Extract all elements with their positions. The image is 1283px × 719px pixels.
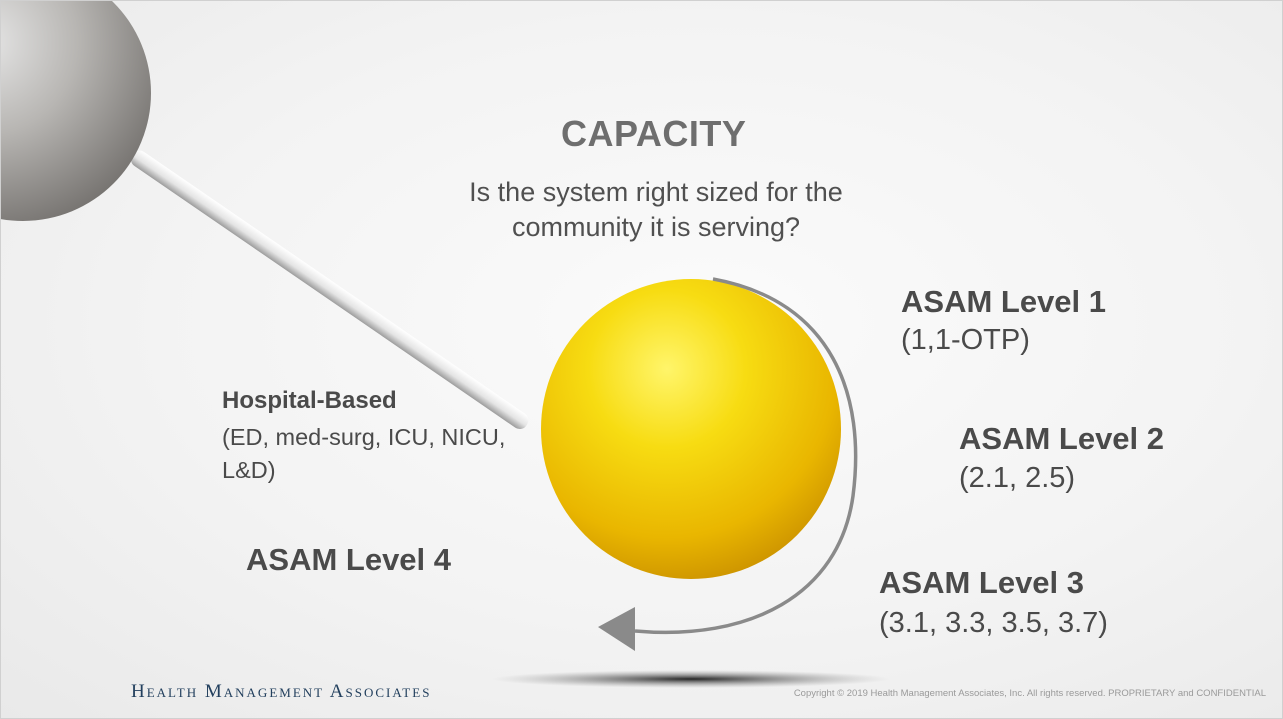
- curved-arrow-icon: [598, 277, 858, 651]
- asam-level-2-heading: ASAM Level 2: [959, 421, 1165, 456]
- ball-shadow: [491, 670, 891, 688]
- connector-rod: [131, 150, 529, 430]
- slide-subtitle: Is the system right sized for the commun…: [469, 177, 843, 242]
- asam-level-3-detail: (3.1, 3.3, 3.5, 3.7): [879, 607, 1108, 639]
- asam-level-4-heading: ASAM Level 4: [246, 542, 452, 577]
- hospital-based-detail: (ED, med-surg, ICU, NICU, L&D): [222, 424, 506, 483]
- grey-ball-icon: [1, 1, 151, 221]
- asam-level-1-heading: ASAM Level 1: [901, 284, 1107, 319]
- asam-level-2-detail: (2.1, 2.5): [959, 462, 1076, 494]
- hospital-based-heading: Hospital-Based: [222, 387, 397, 414]
- slide-title: CAPACITY: [561, 113, 747, 154]
- asam-level-3-heading: ASAM Level 3: [879, 565, 1085, 600]
- brand-logo-text: Health Management Associates: [131, 681, 432, 702]
- yellow-ball-icon: [541, 279, 841, 579]
- copyright-notice: Copyright © 2019 Health Management Assoc…: [793, 688, 1266, 699]
- asam-level-1-detail: (1,1-OTP): [901, 324, 1030, 356]
